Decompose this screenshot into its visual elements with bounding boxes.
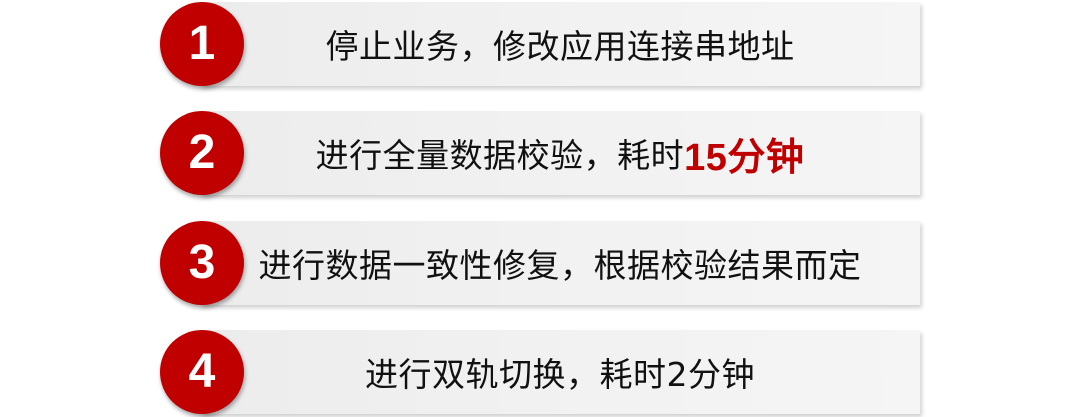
step-item-4: 4 进行双轨切换，耗时2分钟 [160, 330, 920, 414]
step-bar [200, 221, 920, 305]
step-number-badge: 2 [160, 111, 244, 195]
step-description: 进行全量数据校验，耗时 [315, 136, 685, 175]
step-description: 进行数据一致性修复，根据校验结果而定 [258, 246, 862, 285]
step-text: 进行双轨切换，耗时2分钟 [200, 330, 920, 414]
step-number-badge: 4 [160, 330, 244, 414]
step-bar [200, 330, 920, 414]
step-number: 2 [188, 126, 216, 179]
step-number-badge: 1 [160, 2, 244, 86]
step-bar [200, 111, 920, 195]
step-duration-highlight: 15分钟 [684, 136, 805, 179]
step-item-3: 3 进行数据一致性修复，根据校验结果而定 [160, 221, 920, 305]
step-item-1: 1 停止业务，修改应用连接串地址 [160, 2, 920, 86]
step-number: 3 [188, 236, 216, 289]
step-bar [200, 2, 920, 86]
step-number: 1 [188, 17, 216, 70]
step-number: 4 [188, 345, 216, 398]
step-number-badge: 3 [160, 221, 244, 305]
step-text: 停止业务，修改应用连接串地址 [200, 2, 920, 86]
step-description: 停止业务，修改应用连接串地址 [325, 27, 795, 66]
step-description: 进行双轨切换，耗时2分钟 [365, 355, 755, 394]
step-text: 进行数据一致性修复，根据校验结果而定 [200, 221, 920, 305]
